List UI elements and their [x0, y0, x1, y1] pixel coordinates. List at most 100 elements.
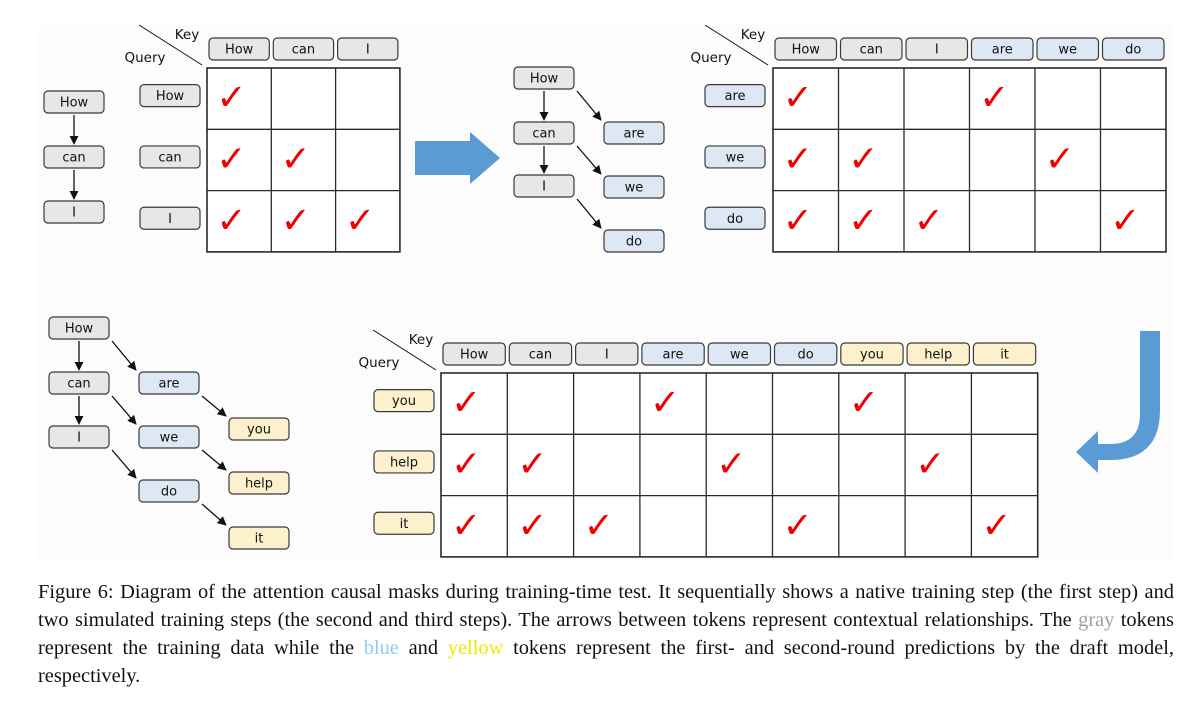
token-label: can: [158, 150, 181, 165]
token-box: [704, 145, 766, 169]
token-box: [774, 37, 838, 61]
tree-token-can: can: [513, 121, 575, 145]
token-label: are: [158, 377, 179, 392]
token-label: we: [160, 431, 179, 446]
key-token-you: you: [840, 342, 904, 366]
mask-grid: [440, 372, 1039, 558]
token-box: [839, 37, 903, 61]
check-mark-icon: ✓: [783, 505, 813, 546]
token-label: are: [724, 89, 745, 104]
check-mark-icon: ✓: [979, 78, 1009, 119]
key-token-i: I: [574, 342, 639, 366]
token-label: it: [255, 532, 264, 547]
token-box: [139, 84, 201, 108]
check-mark-icon: ✓: [517, 444, 547, 485]
context-arrow: [201, 449, 227, 471]
key-token-can: can: [272, 37, 335, 61]
token-box: [905, 37, 969, 61]
token-box: [228, 417, 290, 441]
query-token-we: we: [704, 145, 766, 169]
mask-grid: [206, 67, 401, 253]
token-box: [773, 342, 838, 366]
query-token-it: it: [373, 511, 435, 535]
check-mark-icon: ✓: [650, 383, 680, 424]
token-trees: HowcanIHowcanIarewedoHowcanIarewedoyouhe…: [43, 66, 665, 550]
key-token-how: How: [442, 342, 506, 366]
token-box: [43, 90, 105, 114]
check-mark-icon: ✓: [848, 200, 878, 241]
token-box: [373, 511, 435, 535]
token-label: I: [72, 206, 76, 221]
token-box: [603, 229, 665, 253]
query-token-do: do: [704, 206, 766, 230]
check-mark-icon: ✓: [783, 139, 813, 180]
token-label: I: [542, 180, 546, 195]
token-label: I: [935, 43, 939, 58]
token-box: [603, 121, 665, 145]
token-box: [373, 450, 435, 474]
caption-text: tokens represent the training data while…: [38, 609, 1174, 659]
check-mark-icon: ✓: [783, 200, 813, 241]
check-mark-icon: ✓: [451, 444, 481, 485]
key-token-i: I: [905, 37, 969, 61]
context-arrow: [111, 340, 137, 371]
check-mark-icon: ✓: [451, 383, 481, 424]
token-box: [228, 526, 290, 550]
token-label: How: [460, 348, 489, 363]
key-token-are: are: [970, 37, 1034, 61]
token-label: we: [730, 348, 749, 363]
token-box: [48, 371, 110, 395]
context-arrow: [201, 503, 227, 526]
key-token-help: help: [906, 342, 970, 366]
token-label: are: [663, 348, 684, 363]
context-arrow: [576, 145, 602, 175]
query-axis-label: Query: [124, 50, 165, 66]
next-step-arrow-icon: [415, 132, 500, 184]
token-label: do: [727, 212, 743, 227]
token-label: How: [225, 43, 254, 58]
token-box: [906, 342, 970, 366]
key-token-do: do: [1101, 37, 1165, 61]
token-label: you: [860, 348, 884, 363]
check-mark-icon: ✓: [849, 383, 879, 424]
caption-text: and: [398, 637, 448, 659]
token-label: we: [625, 181, 644, 196]
token-box: [139, 206, 201, 230]
tree-token-we: we: [603, 175, 665, 199]
token-box: [228, 471, 290, 495]
token-box: [208, 37, 270, 61]
token-box: [138, 425, 200, 449]
token-box: [48, 425, 110, 449]
return-step-arrow-icon: [1076, 331, 1160, 473]
token-box: [513, 121, 575, 145]
tree-token-you: you: [228, 417, 290, 441]
token-box: [373, 389, 435, 413]
context-arrow: [201, 395, 227, 417]
token-label: can: [62, 151, 85, 166]
token-box: [337, 37, 399, 61]
context-arrow: [576, 90, 602, 121]
token-label: can: [860, 43, 883, 58]
token-label: I: [77, 431, 81, 446]
key-token-i: I: [337, 37, 399, 61]
token-box: [272, 37, 335, 61]
check-mark-icon: ✓: [216, 78, 246, 119]
key-token-can: can: [839, 37, 903, 61]
key-token-we: we: [707, 342, 772, 366]
tree-token-how: How: [48, 316, 110, 340]
check-mark-icon: ✓: [584, 505, 614, 546]
token-box: [1101, 37, 1165, 61]
key-token-we: we: [1036, 37, 1100, 61]
key-token-it: it: [972, 342, 1037, 366]
tree-token-are: are: [138, 371, 200, 395]
token-label: How: [156, 89, 185, 104]
token-box: [442, 342, 506, 366]
corner-divider: [138, 24, 203, 66]
corner-divider: [704, 24, 769, 66]
